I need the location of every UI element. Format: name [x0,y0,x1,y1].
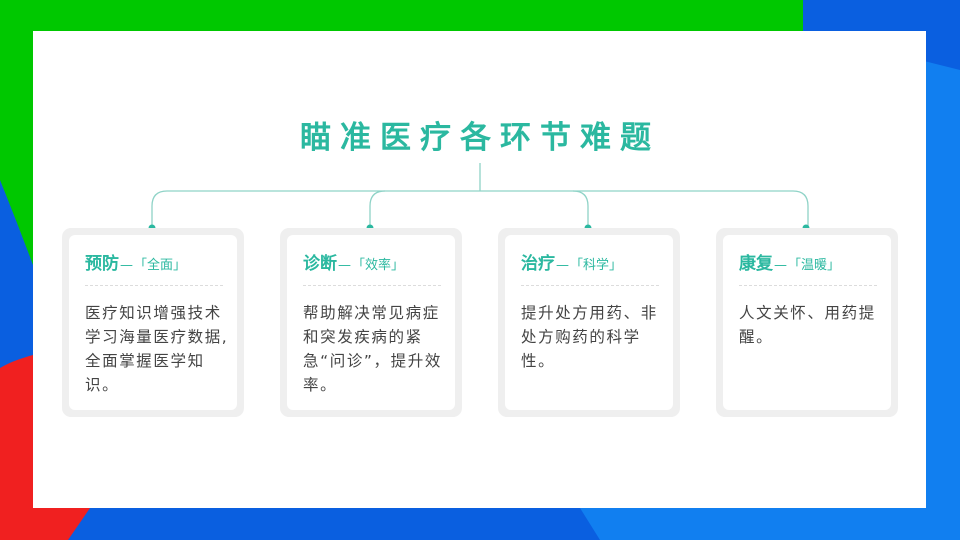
card-inner: 诊断 — 「效率」 帮助解决常见病症和突发疾病的紧急“问诊”，提升效率。 [287,235,455,410]
card-prevention: 预防 — 「全面」 医疗知识增强技术学习海量医疗数据,全面掌握医学知识。 [62,228,244,417]
card-heading: 康复 — 「温暖」 [739,249,877,275]
dashed-divider [739,285,877,286]
dashed-divider [85,285,223,286]
card-body: 提升处方用药、非处方购药的科学性。 [521,304,658,370]
card-dash: — [556,258,569,273]
card-body: 医疗知识增强技术学习海量医疗数据,全面掌握医学知识。 [85,304,229,394]
card-body: 人文关怀、用药提醒。 [739,304,876,346]
dashed-divider [303,285,441,286]
card-heading: 预防 — 「全面」 [85,249,223,275]
slide-title: 瞄准医疗各环节难题 [300,120,660,156]
card-body: 帮助解决常见病症和突发疾病的紧急“问诊”，提升效率。 [303,304,442,394]
card-tag: 「效率」 [352,258,405,273]
card-inner: 治疗 — 「科学」 提升处方用药、非处方购药的科学性。 [505,235,673,410]
card-inner: 预防 — 「全面」 医疗知识增强技术学习海量医疗数据,全面掌握医学知识。 [69,235,237,410]
card-name: 预防 [85,254,119,274]
card-tag: 「全面」 [134,258,187,273]
card-tag: 「温暖」 [788,258,841,273]
card-name: 治疗 [521,254,555,274]
card-dash: — [774,258,787,273]
card-name: 康复 [739,254,773,274]
card-heading: 诊断 — 「效率」 [303,249,441,275]
card-rehabilitation: 康复 — 「温暖」 人文关怀、用药提醒。 [716,228,898,417]
card-diagnosis: 诊断 — 「效率」 帮助解决常见病症和突发疾病的紧急“问诊”，提升效率。 [280,228,462,417]
card-inner: 康复 — 「温暖」 人文关怀、用药提醒。 [723,235,891,410]
dashed-divider [521,285,659,286]
card-treatment: 治疗 — 「科学」 提升处方用药、非处方购药的科学性。 [498,228,680,417]
card-dash: — [120,258,133,273]
card-heading: 治疗 — 「科学」 [521,249,659,275]
card-tag: 「科学」 [570,258,623,273]
card-dash: — [338,258,351,273]
card-name: 诊断 [303,254,337,274]
